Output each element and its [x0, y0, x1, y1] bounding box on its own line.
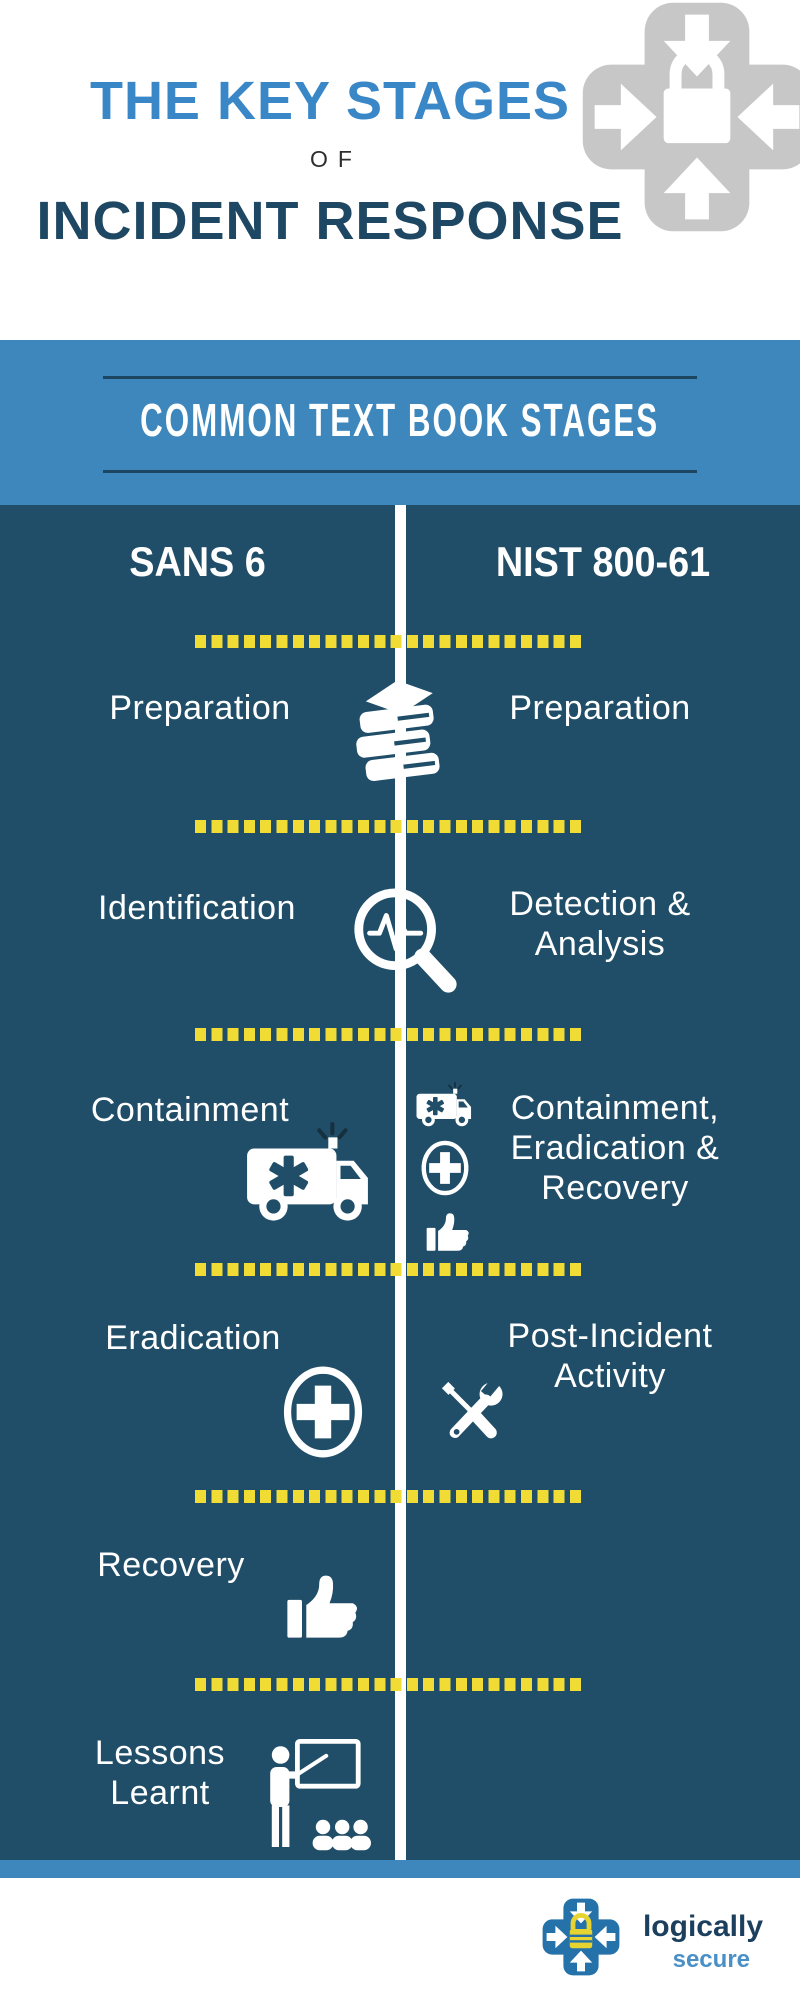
stage-label-nist-detection-line2: Analysis	[534, 925, 666, 963]
thumbs-up-small-icon	[426, 1213, 469, 1251]
dotted-separator	[195, 1263, 585, 1276]
dotted-separator	[195, 820, 585, 833]
dotted-separator	[195, 1678, 585, 1691]
page-title-line2: INCIDENT RESPONSE	[36, 191, 624, 251]
stage-label-nist-cer-line2: Eradication &	[510, 1129, 720, 1167]
stage-label-sans-lessons-line1: Lessons	[94, 1734, 226, 1772]
stage-label-sans-lessons-line2: Learnt	[110, 1774, 210, 1812]
medical-cross-icon	[276, 1362, 370, 1462]
dotted-separator	[195, 1028, 585, 1041]
column-header-sans: SANS 6	[129, 538, 266, 585]
stage-label-nist-postincident-line1: Post-Incident	[507, 1317, 713, 1355]
stage-label-nist-cer-line3: Recovery	[541, 1169, 689, 1207]
banner-label: COMMON TEXT BOOK STAGES	[0, 393, 800, 447]
stage-label-sans-recovery: Recovery	[97, 1546, 245, 1584]
title-connector: OF	[310, 146, 362, 172]
stage-label-sans-eradication: Eradication	[105, 1319, 281, 1357]
stage-label-nist-detection-line1: Detection &	[509, 885, 691, 923]
stage-label-sans-identification: Identification	[98, 889, 296, 927]
ambulance-small-icon	[415, 1081, 472, 1128]
stage-label-nist-cer-line1: Containment,	[510, 1089, 720, 1127]
brand-logo-icon	[542, 1898, 620, 1976]
stage-label-sans-preparation: Preparation	[109, 689, 291, 727]
ambulance-icon	[242, 1118, 374, 1240]
padlock-icon	[569, 1913, 593, 1949]
stage-label-nist-preparation: Preparation	[509, 689, 691, 727]
tools-icon	[432, 1372, 514, 1454]
pulse-magnifier-icon	[346, 880, 464, 1008]
column-header-nist: NIST 800-61	[495, 538, 711, 585]
banner-label-text: COMMON TEXT BOOK STAGES	[140, 394, 660, 446]
banner: COMMON TEXT BOOK STAGES	[0, 340, 800, 505]
comparison-board: SANS 6 NIST 800-61 Preparation Preparati…	[0, 505, 800, 1860]
dotted-separator	[195, 1490, 585, 1503]
medical-cross-small-icon	[417, 1138, 473, 1198]
books-stack-icon	[349, 676, 443, 783]
footer-strip	[0, 1860, 800, 1878]
banner-rule-bottom	[103, 470, 697, 473]
stage-label-nist-postincident-line2: Activity	[554, 1357, 666, 1395]
brand-tagline: secure	[672, 1946, 750, 1973]
column-divider	[395, 505, 406, 1860]
dotted-separator	[195, 635, 585, 648]
banner-rule-top	[103, 376, 697, 379]
page-title-line1: THE KEY STAGES	[89, 71, 571, 131]
stage-label-sans-containment: Containment	[90, 1091, 290, 1129]
thumbs-up-icon	[287, 1575, 357, 1638]
presentation-icon	[252, 1735, 374, 1855]
brand-name: logically	[642, 1910, 763, 1943]
